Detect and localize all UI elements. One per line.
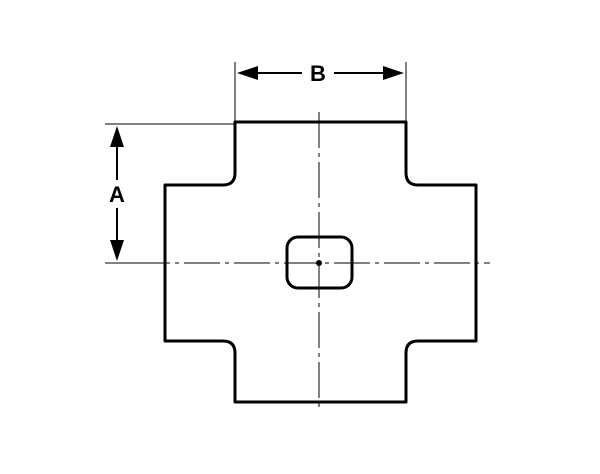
cross-fitting-outline bbox=[163, 120, 478, 404]
dim-b-arrow-right bbox=[383, 66, 404, 80]
dim-b-arrow-left bbox=[237, 66, 258, 80]
dim-a-label: A bbox=[109, 182, 125, 207]
dim-a-arrow-bottom bbox=[110, 240, 124, 261]
dim-b-label: B bbox=[310, 61, 326, 86]
center-port bbox=[285, 235, 354, 290]
dim-a-arrow-top bbox=[110, 126, 124, 147]
center-point bbox=[316, 260, 322, 266]
